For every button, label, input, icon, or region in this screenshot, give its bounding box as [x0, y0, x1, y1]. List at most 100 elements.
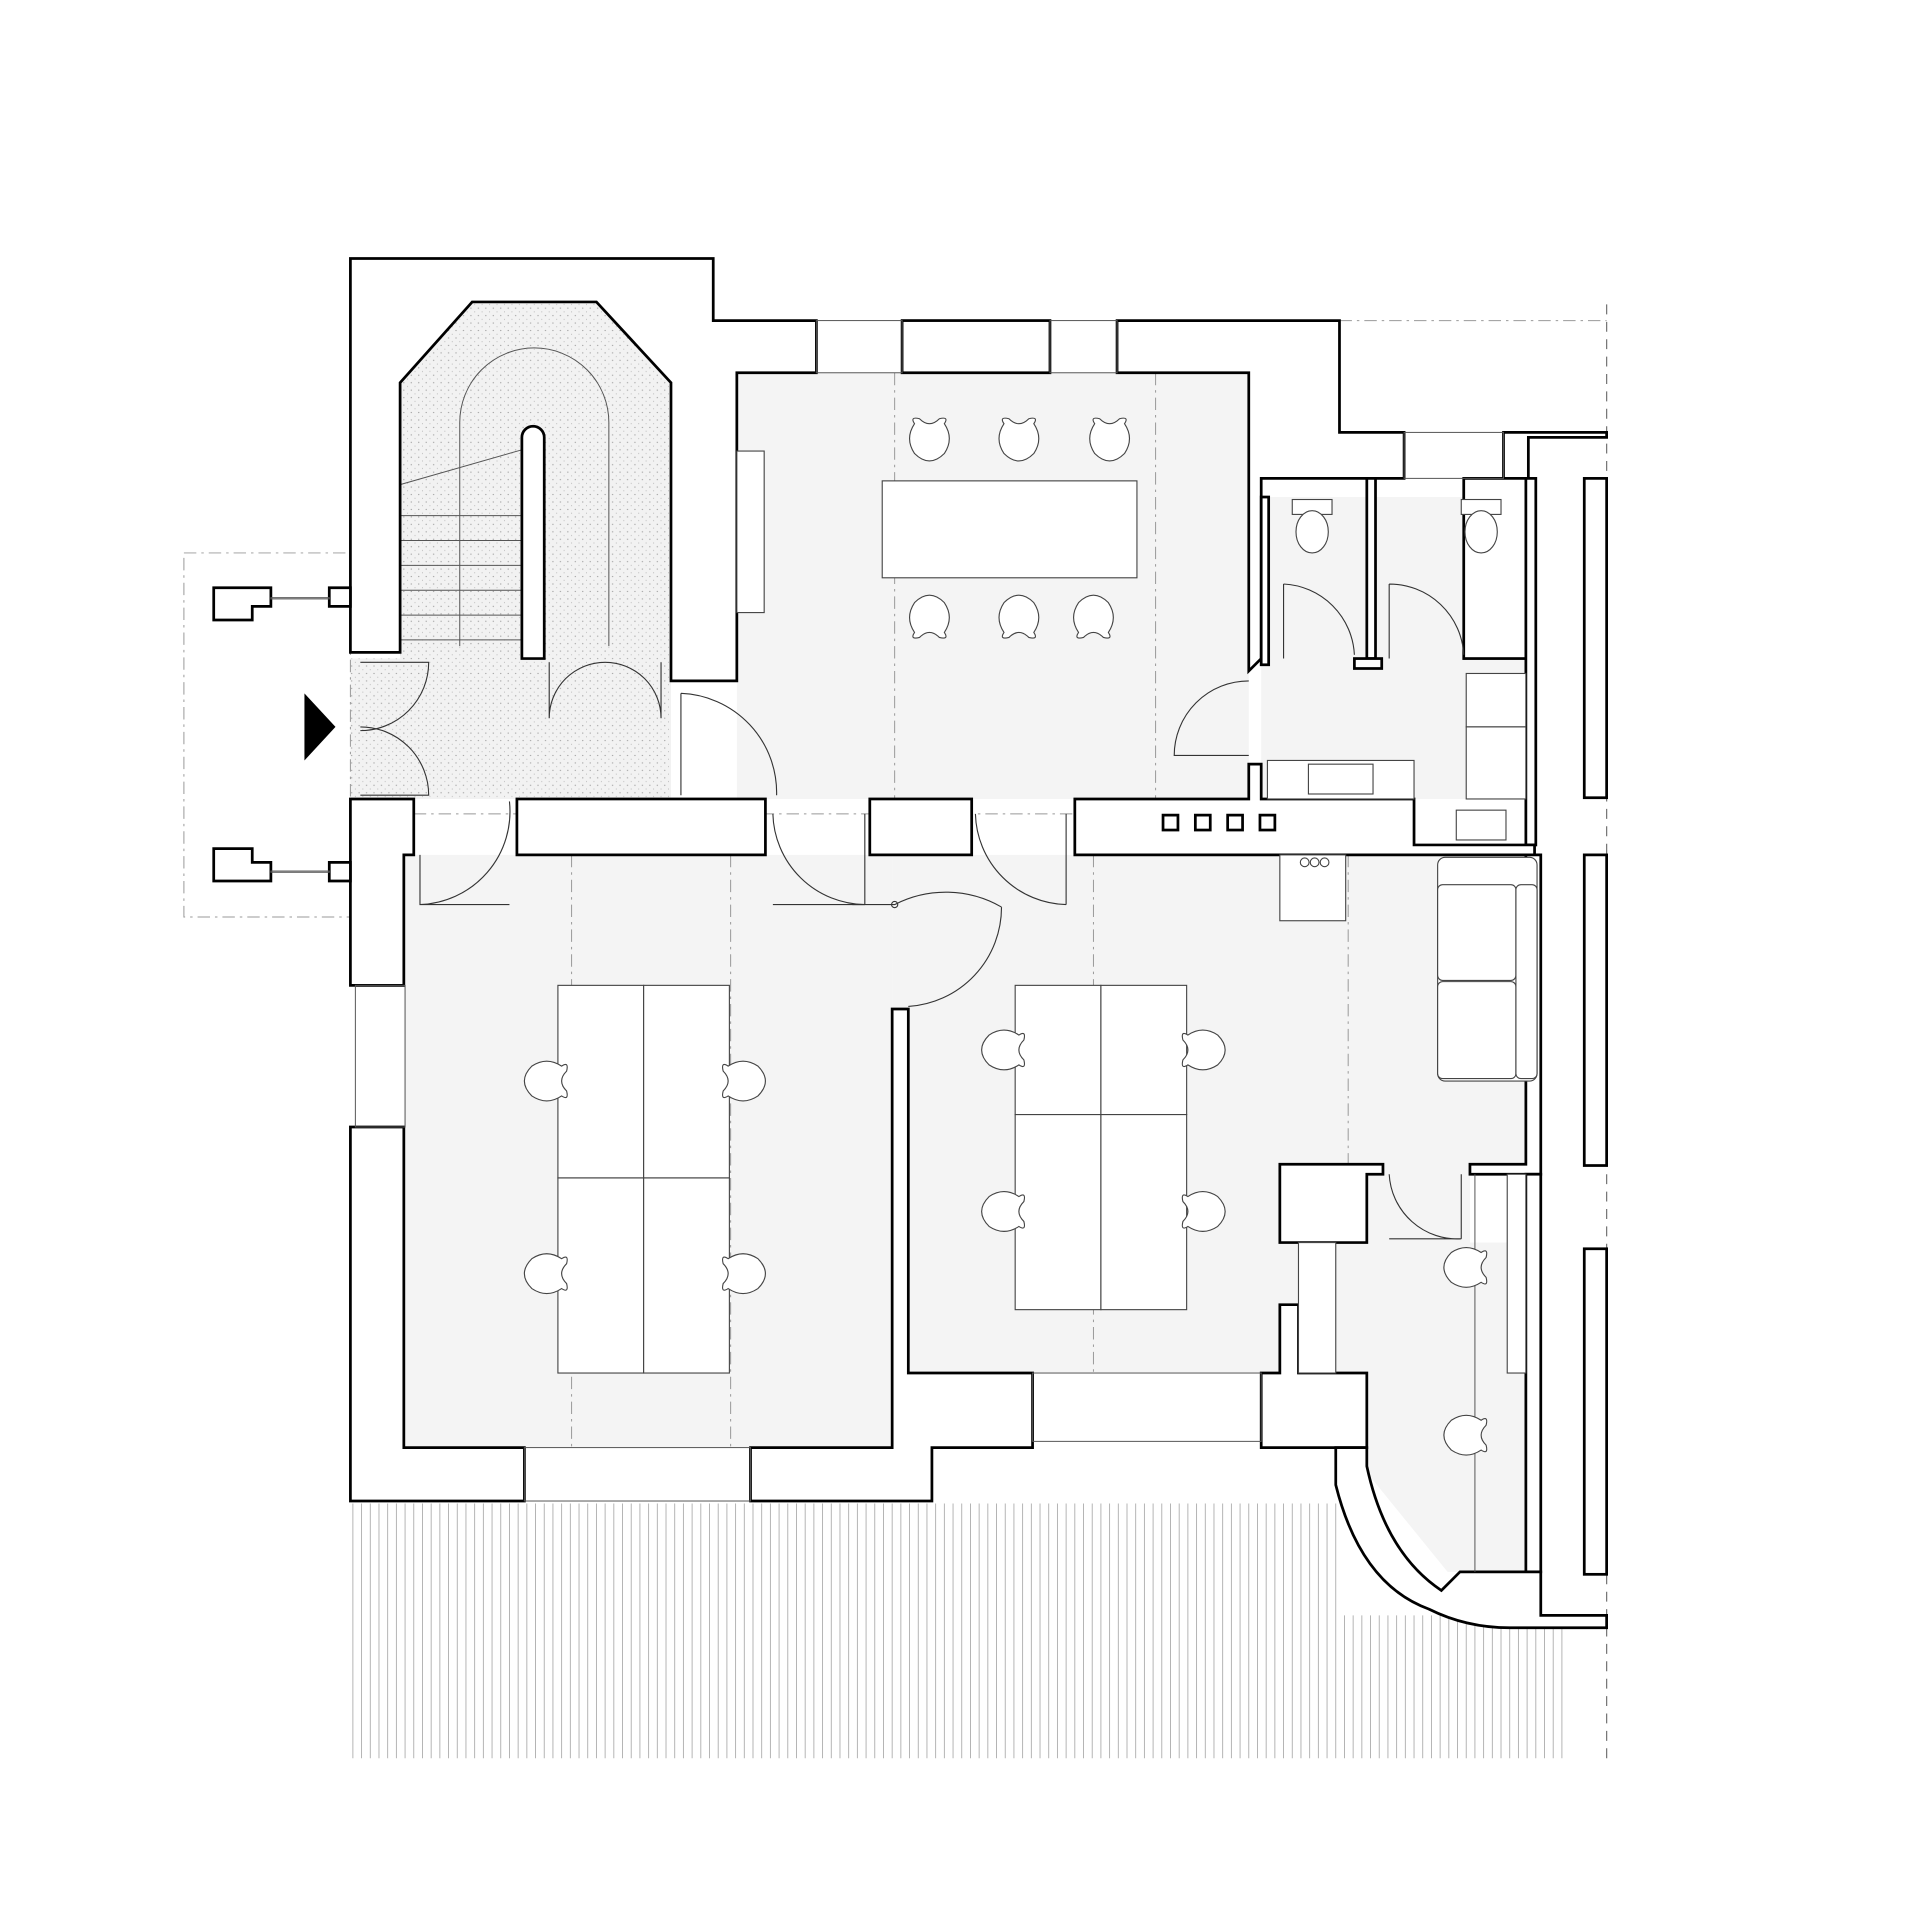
kitchen-door[interactable]: [1173, 680, 1249, 757]
east-wall-top: [1502, 431, 1608, 480]
flue: [1226, 813, 1244, 832]
chair-icon[interactable]: [998, 594, 1040, 639]
door-pivot: [890, 900, 899, 909]
chair-icon[interactable]: [721, 1253, 766, 1295]
east-wall-lower: [1524, 1172, 1543, 1574]
desk[interactable]: [1014, 984, 1102, 1116]
sideboard[interactable]: [736, 450, 765, 614]
window[interactable]: [270, 870, 330, 873]
sofa-arm: [1515, 884, 1538, 1080]
chimney-flues: [1161, 813, 1277, 832]
window[interactable]: [1403, 431, 1504, 479]
flue: [1161, 813, 1180, 832]
stair-door[interactable]: [548, 661, 662, 719]
fridge[interactable]: [1465, 672, 1527, 728]
bay-room-floor: [1298, 1242, 1526, 1572]
chairs: [523, 417, 1488, 1456]
toilet-2-door[interactable]: [1388, 583, 1465, 659]
partition-wall-2: [868, 797, 974, 857]
porch-jamb-top: [327, 586, 352, 608]
chair-icon[interactable]: [1073, 594, 1114, 639]
desk[interactable]: [643, 1177, 730, 1374]
neighbor-wall-1: [1582, 477, 1608, 800]
desk[interactable]: [643, 984, 730, 1179]
flue: [1193, 813, 1212, 832]
bay-bench[interactable]: [1297, 1242, 1337, 1374]
chair-icon[interactable]: [523, 1253, 568, 1295]
office-left-door[interactable]: [419, 801, 511, 906]
dining-table[interactable]: [881, 480, 1138, 579]
pivot-door[interactable]: [852, 891, 1003, 1008]
desk[interactable]: [1100, 984, 1188, 1116]
doors: [360, 583, 1465, 1240]
toilet-icon[interactable]: [1460, 498, 1502, 554]
chair-icon[interactable]: [1443, 1246, 1488, 1288]
kitchen-cabinet[interactable]: [1465, 726, 1527, 800]
toilet-partition: [1365, 477, 1377, 660]
chair-icon[interactable]: [1181, 1191, 1226, 1232]
stair-tower-wall: [349, 257, 818, 683]
window[interactable]: [1032, 1372, 1262, 1442]
west-wall-upper: [349, 797, 416, 987]
east-wall: [1524, 477, 1538, 847]
desk[interactable]: [557, 1177, 645, 1374]
furniture: [557, 450, 1538, 1572]
porch-jamb-bottom: [327, 860, 352, 883]
window[interactable]: [523, 1447, 752, 1502]
dining-room-floor: [736, 372, 1249, 799]
chair-icon[interactable]: [908, 417, 950, 462]
entrance-arrow-icon: [304, 693, 336, 761]
chair-icon[interactable]: [1443, 1414, 1488, 1456]
partition-wall-1: [515, 797, 767, 857]
window[interactable]: [270, 597, 330, 600]
window[interactable]: [1049, 320, 1118, 374]
dining-door[interactable]: [680, 692, 778, 796]
chair-icon[interactable]: [523, 1060, 568, 1102]
curved-bay-wall: [1334, 1446, 1608, 1630]
window[interactable]: [354, 984, 406, 1128]
sink-icon: [1455, 809, 1507, 841]
desk[interactable]: [557, 984, 645, 1179]
chair-icon[interactable]: [908, 594, 950, 639]
chair-icon[interactable]: [1089, 417, 1131, 462]
window[interactable]: [815, 320, 903, 374]
toilet-wall: [1259, 495, 1271, 667]
stair-arc: [459, 347, 610, 647]
toilet-bowl: [1295, 510, 1329, 554]
entrance-door[interactable]: [360, 661, 430, 796]
chair-icon[interactable]: [981, 1029, 1026, 1071]
burner: [1309, 857, 1320, 868]
stair-step: [399, 449, 523, 486]
sofa-cushion: [1437, 884, 1517, 981]
bay-shelf[interactable]: [1506, 1173, 1527, 1374]
windows: [270, 320, 1504, 1502]
bay-room-door[interactable]: [1388, 1174, 1462, 1240]
desk[interactable]: [1014, 1114, 1102, 1311]
entry-hall-floor: [350, 658, 671, 799]
terrace-decking: [352, 1503, 1563, 1759]
staircase: [399, 347, 610, 660]
porch-pillar-top: [212, 586, 273, 622]
desk[interactable]: [1100, 1114, 1188, 1311]
toilet-bowl: [1464, 510, 1498, 554]
toilet-1-door[interactable]: [1283, 583, 1355, 659]
office-right-door[interactable]: [974, 813, 1067, 906]
stair-core-wall: [520, 424, 546, 660]
chair-icon[interactable]: [721, 1060, 766, 1102]
chair-icon[interactable]: [1181, 1029, 1226, 1071]
service-block: [1278, 1162, 1385, 1244]
porch-pillar-bottom: [212, 847, 273, 883]
chair-icon[interactable]: [981, 1191, 1026, 1232]
neighbor-wall-2: [1582, 853, 1608, 1167]
sofa-cushion: [1437, 981, 1517, 1080]
toilet-icon[interactable]: [1291, 498, 1333, 554]
sofa-icon[interactable]: [1437, 856, 1538, 1082]
toilet-partition-end: [1353, 657, 1384, 670]
wall-pier: [900, 319, 1052, 375]
neighbor-wall-3: [1582, 1247, 1608, 1576]
chair-icon[interactable]: [998, 417, 1040, 462]
burner: [1319, 857, 1330, 868]
middle-door[interactable]: [772, 813, 866, 906]
burner: [1299, 857, 1310, 868]
